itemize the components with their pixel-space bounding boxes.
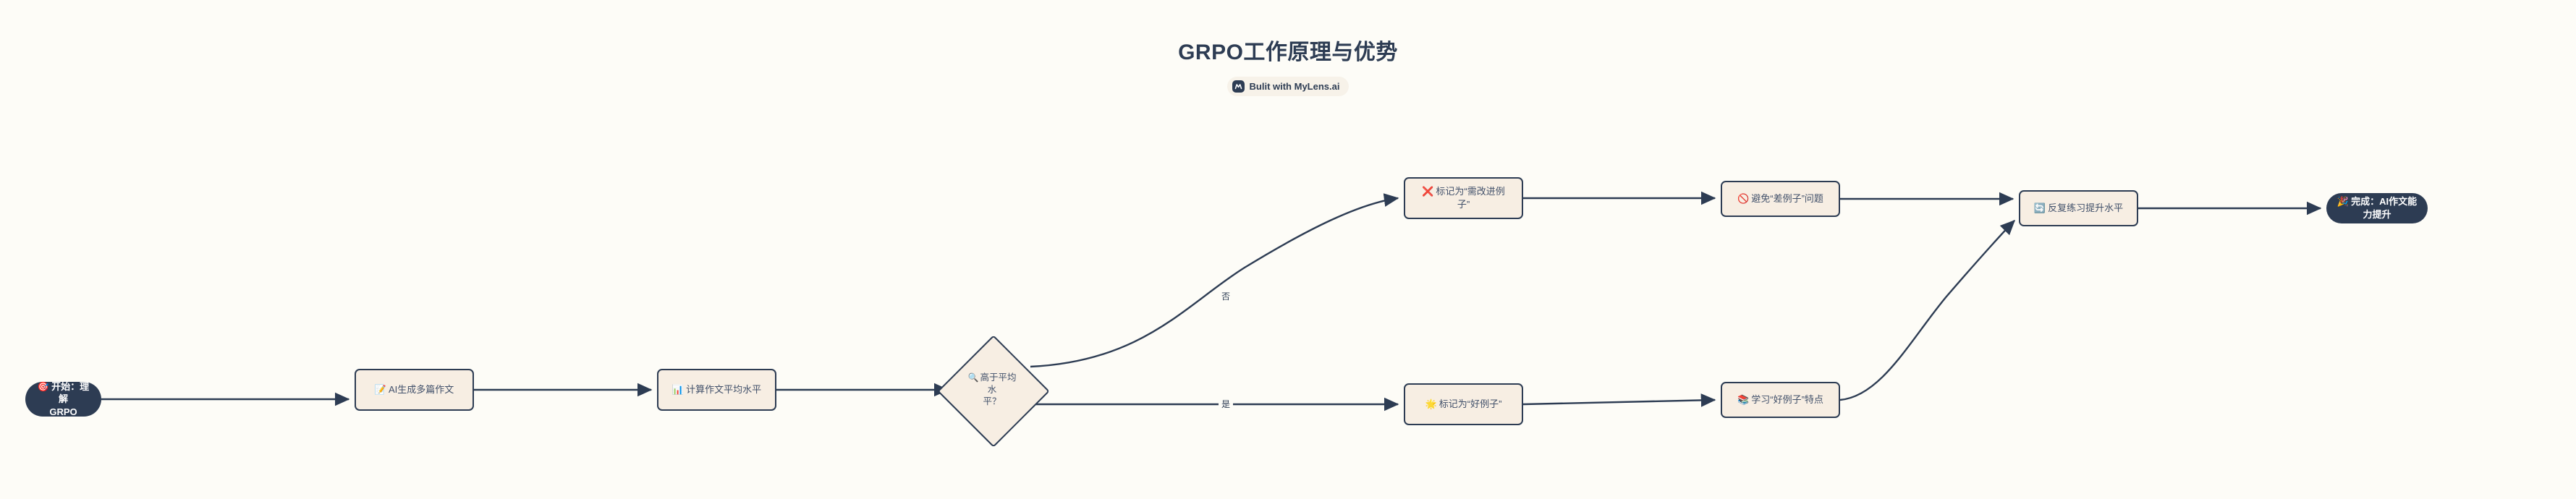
magnifier-icon: 🔍 bbox=[967, 372, 979, 383]
books-icon: 📚 bbox=[1737, 394, 1750, 406]
node-learn-good-features-label: 📚学习“好例子”特点 bbox=[1737, 394, 1823, 406]
node-repeat-practice-label: 🔄反复练习提升水平 bbox=[2033, 202, 2124, 214]
node-generate-essays-label: 📝AI生成多篇作文 bbox=[374, 384, 454, 396]
node-compute-average-label: 📊计算作文平均水平 bbox=[671, 384, 762, 396]
cross-mark-icon: ❌ bbox=[1422, 186, 1434, 197]
node-mark-needs-improvement-label: ❌标记为“需改进例子” bbox=[1422, 186, 1505, 210]
chart-header: GRPO工作原理与优势 Bulit with MyLens.ai bbox=[0, 0, 2576, 96]
mylens-badge: Bulit with MyLens.ai bbox=[1226, 77, 1350, 96]
edge-good-learn bbox=[1522, 393, 1716, 407]
node-decision-above-average[interactable]: 🔍高于平均水平？ bbox=[937, 335, 1050, 448]
party-popper-icon: 🎉 bbox=[2336, 196, 2350, 208]
mylens-badge-label: Bulit with MyLens.ai bbox=[1249, 81, 1340, 92]
page-title: GRPO工作原理与优势 bbox=[1178, 40, 1398, 64]
prohibited-icon: 🚫 bbox=[1737, 193, 1750, 205]
node-generate-essays[interactable]: 📝AI生成多篇作文 bbox=[355, 369, 474, 411]
node-repeat-practice[interactable]: 🔄反复练习提升水平 bbox=[2019, 190, 2138, 226]
node-avoid-bad-example-label: 🚫避免“差例子”问题 bbox=[1737, 193, 1823, 205]
node-mark-good-example-label: 🌟标记为“好例子” bbox=[1425, 398, 1502, 410]
edge-decide-bad bbox=[1030, 193, 1399, 368]
node-learn-good-features[interactable]: 📚学习“好例子”特点 bbox=[1721, 382, 1840, 418]
edge-label-yes: 是 bbox=[1218, 399, 1234, 409]
mylens-logo-icon bbox=[1232, 80, 1245, 93]
node-end-label: 🎉完成：AI作文能力提升 bbox=[2336, 196, 2418, 220]
node-end[interactable]: 🎉完成：AI作文能力提升 bbox=[2326, 193, 2428, 223]
target-icon: 🎯 bbox=[37, 380, 50, 392]
node-decision-label: 🔍高于平均水平？ bbox=[967, 372, 1017, 407]
edge-label-no: 否 bbox=[1218, 291, 1234, 302]
refresh-icon: 🔄 bbox=[2033, 202, 2046, 214]
node-mark-good-example[interactable]: 🌟标记为“好例子” bbox=[1404, 383, 1523, 425]
star-icon: 🌟 bbox=[1425, 398, 1437, 410]
bar-chart-icon: 📊 bbox=[671, 384, 685, 396]
memo-icon: 📝 bbox=[374, 384, 386, 396]
node-mark-needs-improvement[interactable]: ❌标记为“需改进例子” bbox=[1404, 177, 1523, 219]
node-avoid-bad-example[interactable]: 🚫避免“差例子”问题 bbox=[1721, 181, 1840, 217]
node-compute-average[interactable]: 📊计算作文平均水平 bbox=[657, 369, 776, 411]
edge-learn-practice bbox=[1839, 219, 2016, 401]
